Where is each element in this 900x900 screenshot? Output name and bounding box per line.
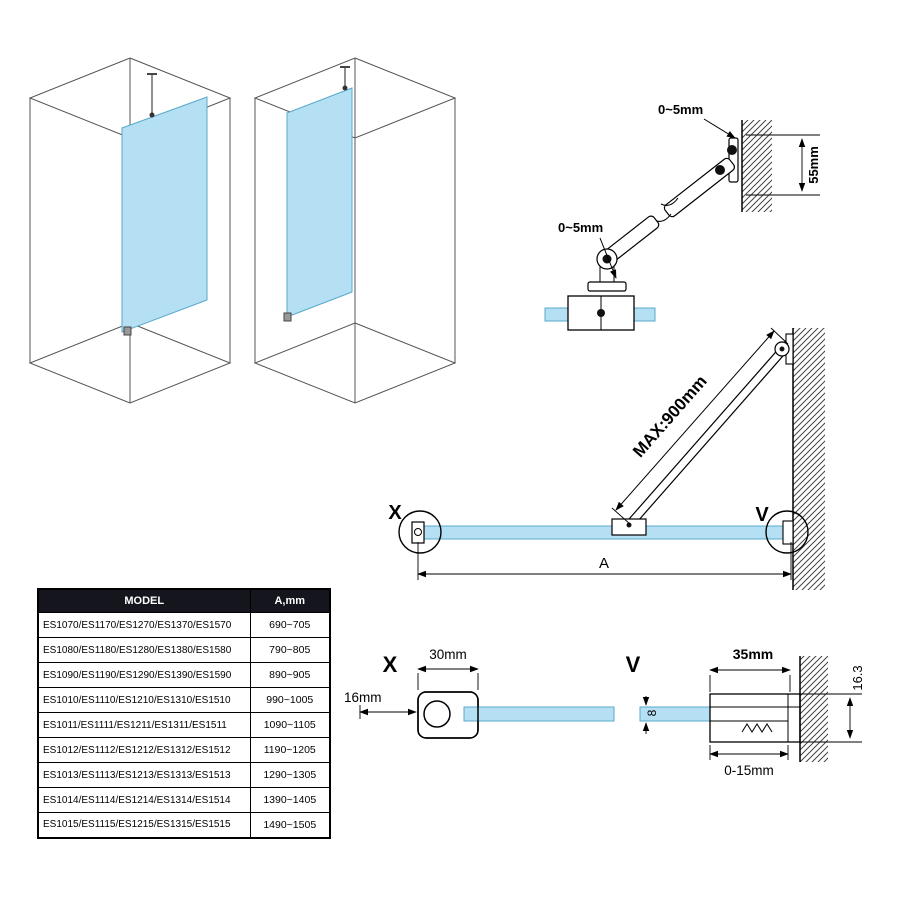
section-v-title: V xyxy=(626,652,641,677)
profile-roll xyxy=(423,700,451,728)
wall-hatch xyxy=(800,656,828,762)
dim-label-16mm: 16mm xyxy=(344,690,382,705)
floor-foot xyxy=(123,326,132,336)
leader-arrow xyxy=(599,237,617,279)
glass-panel-left xyxy=(121,73,208,336)
dim-label-35mm: 35mm xyxy=(733,646,773,662)
glass-clamp-assembly xyxy=(544,295,656,331)
clamp-plate xyxy=(587,281,627,292)
wall-hatch xyxy=(793,328,825,590)
section-details: X 30mm 16mm V 8 xyxy=(344,646,865,778)
glass-panel-right xyxy=(283,66,353,322)
wall-height-dimension xyxy=(746,134,820,196)
dim-label-gap-top: 0~5mm xyxy=(658,102,703,117)
glass-panel xyxy=(417,525,792,540)
dim-label-gap-bottom: 0~5mm xyxy=(558,220,603,235)
isometric-views xyxy=(28,57,457,404)
header-a-mm: A,mm xyxy=(249,588,331,613)
section-x-title: X xyxy=(383,652,398,677)
callout-label-v: V xyxy=(755,504,769,526)
section-detail-x: X 30mm 16mm xyxy=(344,647,615,739)
dim-label-glass-8: 8 xyxy=(645,709,659,716)
wall-hatch xyxy=(742,120,772,212)
dim-label-16-3: 16.3 xyxy=(850,665,865,690)
iso-box-right xyxy=(253,57,457,404)
model-table: MODEL A,mm ES1070/ES1170/ES1270/ES1370/E… xyxy=(37,588,331,839)
section-detail-v: V 8 35mm 16.3 xyxy=(626,646,865,778)
dimension-line xyxy=(615,330,775,511)
bolt xyxy=(779,346,785,352)
wall-profile-body xyxy=(709,693,801,743)
rod-mount-dot xyxy=(149,112,155,118)
table-header-row: MODEL A,mm xyxy=(37,588,331,613)
wall-profile-end xyxy=(782,520,794,545)
support-arm xyxy=(587,137,739,292)
bolt xyxy=(715,165,725,175)
break-line xyxy=(660,197,679,206)
extension-line xyxy=(611,507,631,525)
callout-circle-v xyxy=(765,510,809,554)
callout-label-x: X xyxy=(388,502,402,524)
dim-label-30mm: 30mm xyxy=(429,647,467,662)
callout-circle-x xyxy=(398,510,442,554)
bolt xyxy=(727,145,737,155)
header-model: MODEL xyxy=(37,588,251,613)
end-profile-roll xyxy=(414,528,422,536)
spring-serration xyxy=(741,723,773,733)
floor-foot xyxy=(283,312,292,322)
bolt xyxy=(597,309,605,317)
rod-mount-dot xyxy=(342,85,348,91)
model-table-container: MODEL A,mm ES1070/ES1170/ES1270/ES1370/E… xyxy=(37,588,331,839)
glass-section xyxy=(463,706,615,722)
elevation-diagram: MAX:900mm X V A xyxy=(388,327,825,590)
dim-label-55mm: 55mm xyxy=(806,146,821,184)
support-arm-detail: 55mm 0~5mm 0 xyxy=(544,102,821,331)
leader-arrow xyxy=(703,118,736,139)
bolt xyxy=(626,522,632,528)
dim-label-0-15mm: 0-15mm xyxy=(724,763,774,778)
arm-upper-segment xyxy=(663,157,736,218)
dim-label-a: A xyxy=(599,555,609,572)
